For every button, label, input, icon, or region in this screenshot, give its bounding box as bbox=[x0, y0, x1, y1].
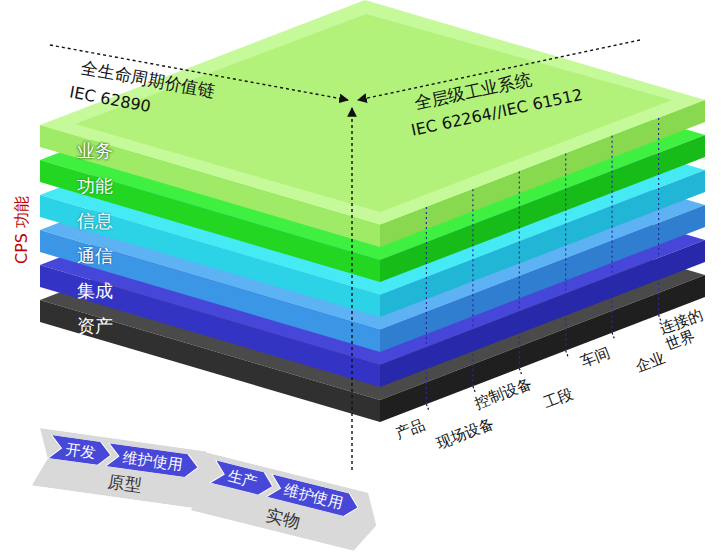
layer-name: 资产 bbox=[77, 314, 113, 338]
layer-band: 功能 bbox=[77, 174, 113, 198]
layer-name: 业务 bbox=[77, 139, 113, 163]
hierarchy-separators bbox=[426, 315, 661, 412]
hierarchy-level: 工段 bbox=[541, 386, 575, 413]
layer-band: 通信 bbox=[77, 244, 113, 268]
hierarchy-level: 产品 bbox=[393, 417, 427, 444]
hierarchy-level: 连接的 世界 bbox=[657, 306, 713, 355]
hierarchy-level: 车间 bbox=[578, 345, 612, 372]
business-slab bbox=[40, 0, 705, 247]
hierarchy-level: 现场设备 bbox=[434, 415, 496, 453]
lifecycle-band: 实物生产维护使用 bbox=[190, 452, 383, 554]
layer-band: 业务 bbox=[77, 139, 113, 163]
layer-name: 集成 bbox=[77, 279, 113, 303]
layer-name: 功能 bbox=[77, 174, 113, 198]
layer-band: 集成 bbox=[77, 279, 113, 303]
hierarchy-level: 控制设备 bbox=[472, 375, 534, 413]
hierarchy-grid-lines bbox=[426, 118, 658, 404]
hierarchy-level: 企业 bbox=[633, 350, 667, 377]
axis-arrows bbox=[50, 40, 640, 470]
layer-band: 信息 bbox=[77, 209, 113, 233]
lifecycle-band: 原型开发维护使用 bbox=[32, 428, 222, 511]
axis-title: CPS 功能 bbox=[13, 196, 31, 264]
layer-band: 资产 bbox=[77, 314, 113, 338]
layer-name: 信息 bbox=[77, 209, 113, 233]
layer-name: 通信 bbox=[77, 244, 113, 268]
